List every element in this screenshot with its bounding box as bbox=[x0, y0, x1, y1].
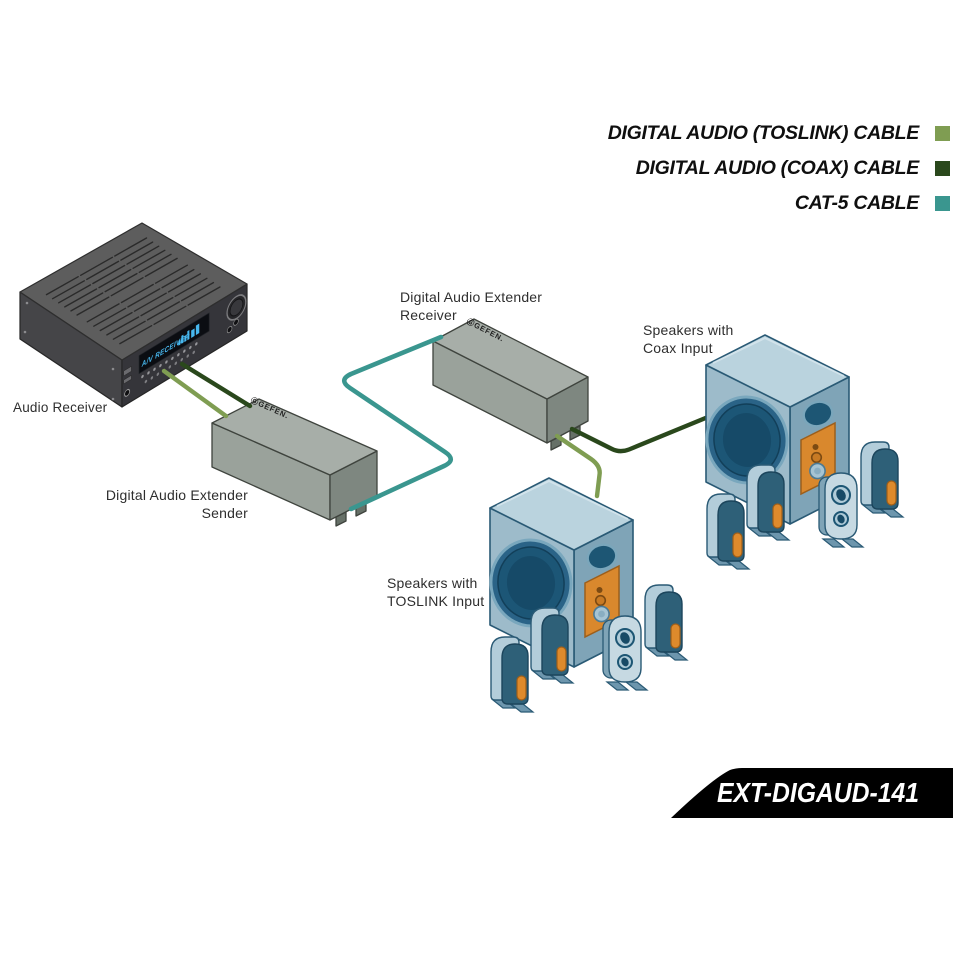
speaker-set-toslink bbox=[485, 478, 687, 712]
cable-toslink-receiver-to-speakers bbox=[554, 433, 602, 499]
cable-cat5-sender-to-receiver bbox=[341, 334, 454, 512]
legend-row-cat5: CAT-5 CABLE bbox=[608, 186, 950, 221]
speaker-set-coax bbox=[701, 335, 903, 569]
model-number: EXT-DIGAUD-141 bbox=[717, 777, 919, 808]
audio-receiver-label: Audio Receiver bbox=[13, 400, 108, 415]
display-level-meter-icon bbox=[178, 323, 200, 346]
legend-label-cat5: CAT-5 CABLE bbox=[794, 192, 919, 214]
coax-speakers-label: Speakers with Coax Input bbox=[643, 322, 734, 356]
extender-receiver-box: ⒼGEFEN. bbox=[432, 316, 589, 451]
av-receiver-illustration: A/V RECEIVER bbox=[19, 222, 248, 408]
extender-receiver-label: Digital Audio Extender Receiver bbox=[400, 289, 543, 323]
receiver-display bbox=[138, 312, 210, 375]
legend-label-coax: DIGITAL AUDIO (COAX) CABLE bbox=[635, 157, 920, 179]
receiver-buttons bbox=[141, 342, 198, 379]
legend-swatch-coax-icon bbox=[935, 161, 950, 176]
legend-swatch-cat5-icon bbox=[935, 196, 950, 211]
legend-swatch-toslink-icon bbox=[935, 126, 950, 141]
cable-legend: DIGITAL AUDIO (TOSLINK) CABLE DIGITAL AU… bbox=[608, 116, 950, 221]
cable-toslink-receiver-to-sender bbox=[161, 368, 229, 419]
cable-coax-receiver-to-speakers bbox=[569, 414, 711, 454]
legend-row-toslink: DIGITAL AUDIO (TOSLINK) CABLE bbox=[608, 116, 950, 151]
headphone-jack-icon bbox=[124, 388, 131, 397]
receiver-vents bbox=[45, 237, 221, 345]
toslink-speakers-label: Speakers with TOSLINK Input bbox=[387, 575, 485, 609]
cable-coax-receiver-to-sender bbox=[179, 361, 253, 409]
legend-row-coax: DIGITAL AUDIO (COAX) CABLE bbox=[608, 151, 950, 186]
model-banner: EXT-DIGAUD-141 bbox=[671, 768, 953, 818]
legend-label-toslink: DIGITAL AUDIO (TOSLINK) CABLE bbox=[607, 122, 920, 144]
extender-sender-label: Digital Audio Extender Sender bbox=[105, 487, 248, 521]
